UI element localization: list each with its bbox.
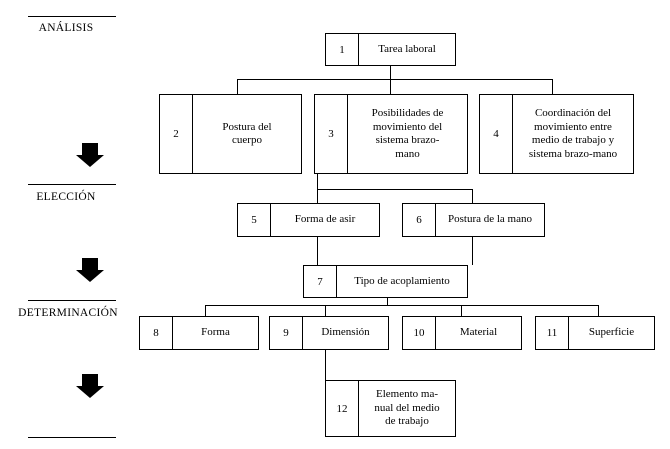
node-number: 1 xyxy=(326,34,359,65)
node-label: Superficie xyxy=(588,326,635,339)
stage-rule xyxy=(28,184,116,185)
node-label: Coordinación del movimiento entre medio … xyxy=(528,107,618,160)
node-number: 10 xyxy=(403,317,436,349)
node-5-forma-asir: 5 Forma de asir xyxy=(237,203,380,237)
down-arrow-icon xyxy=(76,374,104,399)
node-number: 7 xyxy=(304,266,337,297)
node-3-posibilidades-movimiento: 3 Posibilidades de movimiento del sistem… xyxy=(314,94,468,174)
stage-rule xyxy=(28,16,116,17)
node-7-tipo-acoplamiento: 7 Tipo de acoplamiento xyxy=(303,265,468,298)
node-label: Forma xyxy=(201,326,230,339)
node-number: 2 xyxy=(160,95,193,173)
node-label: Postura de la mano xyxy=(447,213,532,226)
node-label: Posibilidades de movimiento del sistema … xyxy=(371,107,444,160)
node-8-forma: 8 Forma xyxy=(139,316,259,350)
down-arrow-icon xyxy=(76,258,104,283)
stage-label-choice: ELECCIÓN xyxy=(36,191,96,203)
node-label: Material xyxy=(459,326,498,339)
node-11-superficie: 11 Superficie xyxy=(535,316,655,350)
node-6-postura-mano: 6 Postura de la mano xyxy=(402,203,545,237)
node-number: 12 xyxy=(326,381,359,436)
node-label: Postura del cuerpo xyxy=(222,120,272,147)
node-2-postura-cuerpo: 2 Postura del cuerpo xyxy=(159,94,302,174)
stage-label-determination: DETERMINACIÓN xyxy=(18,307,118,319)
node-number: 9 xyxy=(270,317,303,349)
node-1-tarea-laboral: 1 Tarea laboral xyxy=(325,33,456,66)
node-label: Dimensión xyxy=(321,326,370,339)
node-label: Forma de asir xyxy=(294,213,356,226)
node-number: 6 xyxy=(403,204,436,236)
node-number: 3 xyxy=(315,95,348,173)
node-9-dimension: 9 Dimensión xyxy=(269,316,389,350)
stage-rule xyxy=(28,437,116,438)
node-4-coordinacion-movimiento: 4 Coordinación del movimiento entre medi… xyxy=(479,94,634,174)
node-label: Tarea laboral xyxy=(378,42,436,55)
down-arrow-icon xyxy=(76,143,104,168)
node-label: Elemento ma- nual del medio de trabajo xyxy=(374,388,440,428)
node-label: Tipo de acoplamiento xyxy=(354,274,450,287)
stage-label-analysis: ANÁLISIS xyxy=(38,22,94,34)
node-number: 5 xyxy=(238,204,271,236)
node-number: 11 xyxy=(536,317,569,349)
node-number: 8 xyxy=(140,317,173,349)
stage-rule xyxy=(28,300,116,301)
node-number: 4 xyxy=(480,95,513,173)
node-12-elemento-manual: 12 Elemento ma- nual del medio de trabaj… xyxy=(325,380,456,437)
node-10-material: 10 Material xyxy=(402,316,522,350)
